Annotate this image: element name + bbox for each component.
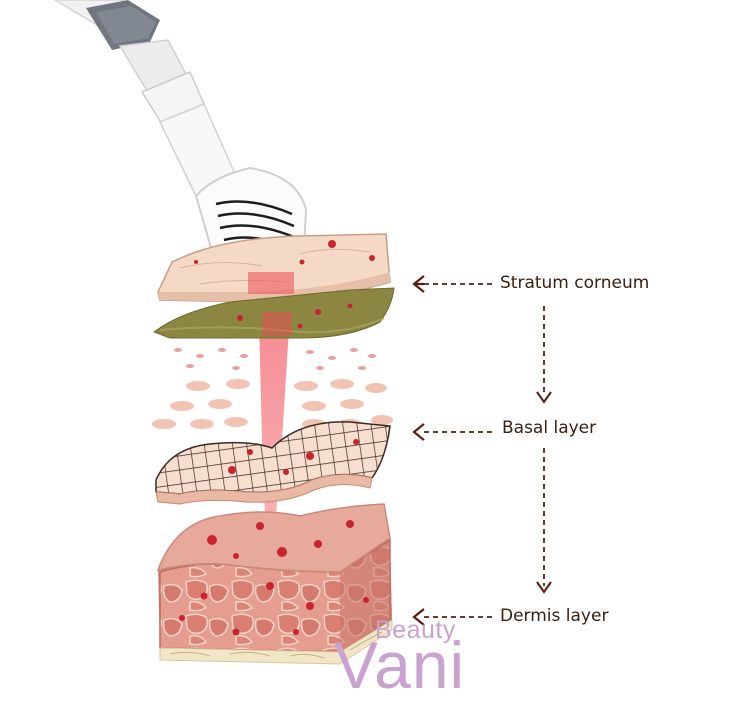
label-dermis-layer: Dermis layer [500, 606, 609, 626]
watermark-vani: Vani [334, 628, 466, 702]
basal-mesh-layer [155, 421, 391, 505]
label-stratum-corneum: Stratum corneum [500, 273, 650, 293]
syringe-icon [53, 0, 237, 198]
label-basal-layer: Basal layer [502, 418, 597, 438]
stratum-pointer-arrow [412, 275, 492, 293]
flow-arrow-down-2 [536, 448, 552, 594]
watermark-beauty: Beauty [375, 616, 456, 644]
basal-olive-layer [152, 287, 395, 339]
basal-pointer-arrow [412, 423, 492, 441]
cell-particles [152, 348, 393, 429]
dermis-block [156, 503, 393, 665]
dermis-pointer-arrow [412, 608, 492, 626]
arrows [412, 275, 552, 626]
flow-arrow-down-1 [536, 306, 552, 404]
